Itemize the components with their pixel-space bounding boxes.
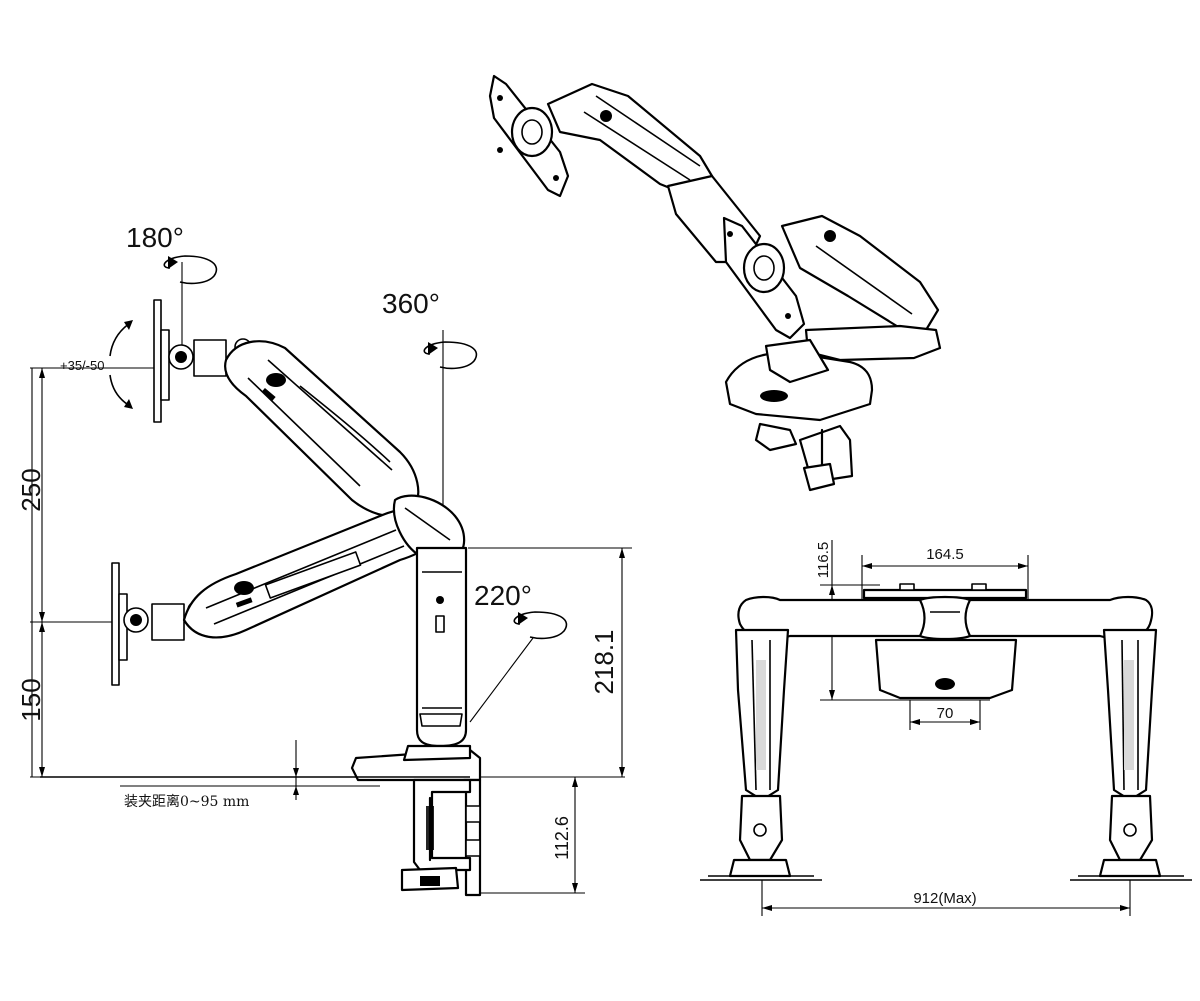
iso-lower-arm <box>780 214 942 362</box>
rotation-180-label: 180° <box>126 222 184 253</box>
dimension-164-label: 164.5 <box>926 546 964 563</box>
upper-arm <box>224 340 420 518</box>
dimension-150-label: 150 <box>16 678 46 721</box>
dimension-116-label: 116.5 <box>815 542 832 578</box>
pole-dimension-lines <box>468 547 632 777</box>
front-right-arm <box>1070 628 1192 881</box>
rotate-220-arrow-icon <box>513 611 568 640</box>
lower-arm <box>182 508 438 639</box>
desk-clamp <box>350 744 482 897</box>
front-base-body <box>874 638 1018 700</box>
iso-left-monitor-plate <box>488 74 570 198</box>
clamp-range-label: 装夹距离0~95 mm <box>124 793 249 810</box>
rotation-360-label: 360° <box>382 288 440 319</box>
clamp-range-leader <box>120 740 380 800</box>
rotation-220-label: 220° <box>474 580 532 611</box>
side-view: 180° 360° 220° +35/-50 250 150 218.1 112… <box>16 222 632 897</box>
iso-right-monitor-plate <box>722 216 806 340</box>
dimension-112-label: 112.6 <box>552 816 572 860</box>
dimension-70-label: 70 <box>937 705 954 722</box>
lower-monitor-plate <box>111 562 205 686</box>
dimension-912-label: 912(Max) <box>913 890 976 907</box>
tilt-label: +35/-50 <box>60 358 104 373</box>
iso-base <box>724 338 874 492</box>
isometric-view <box>488 74 942 492</box>
rotate-360-arrow-icon <box>423 341 478 370</box>
tilt-arrow-icon <box>109 320 133 409</box>
front-left-arm <box>700 628 822 881</box>
front-crossbar <box>737 595 1154 641</box>
support-pole <box>415 546 468 748</box>
dimension-250-label: 250 <box>16 468 46 511</box>
dimension-218-label: 218.1 <box>589 629 619 694</box>
front-view: 164.5 116.5 70 912(Max) <box>700 540 1192 916</box>
arm-rotation-axis <box>469 637 534 723</box>
center-joint <box>392 494 466 558</box>
rotate-180-arrow-icon <box>163 255 218 285</box>
clamp-dimension-lines <box>480 777 585 894</box>
